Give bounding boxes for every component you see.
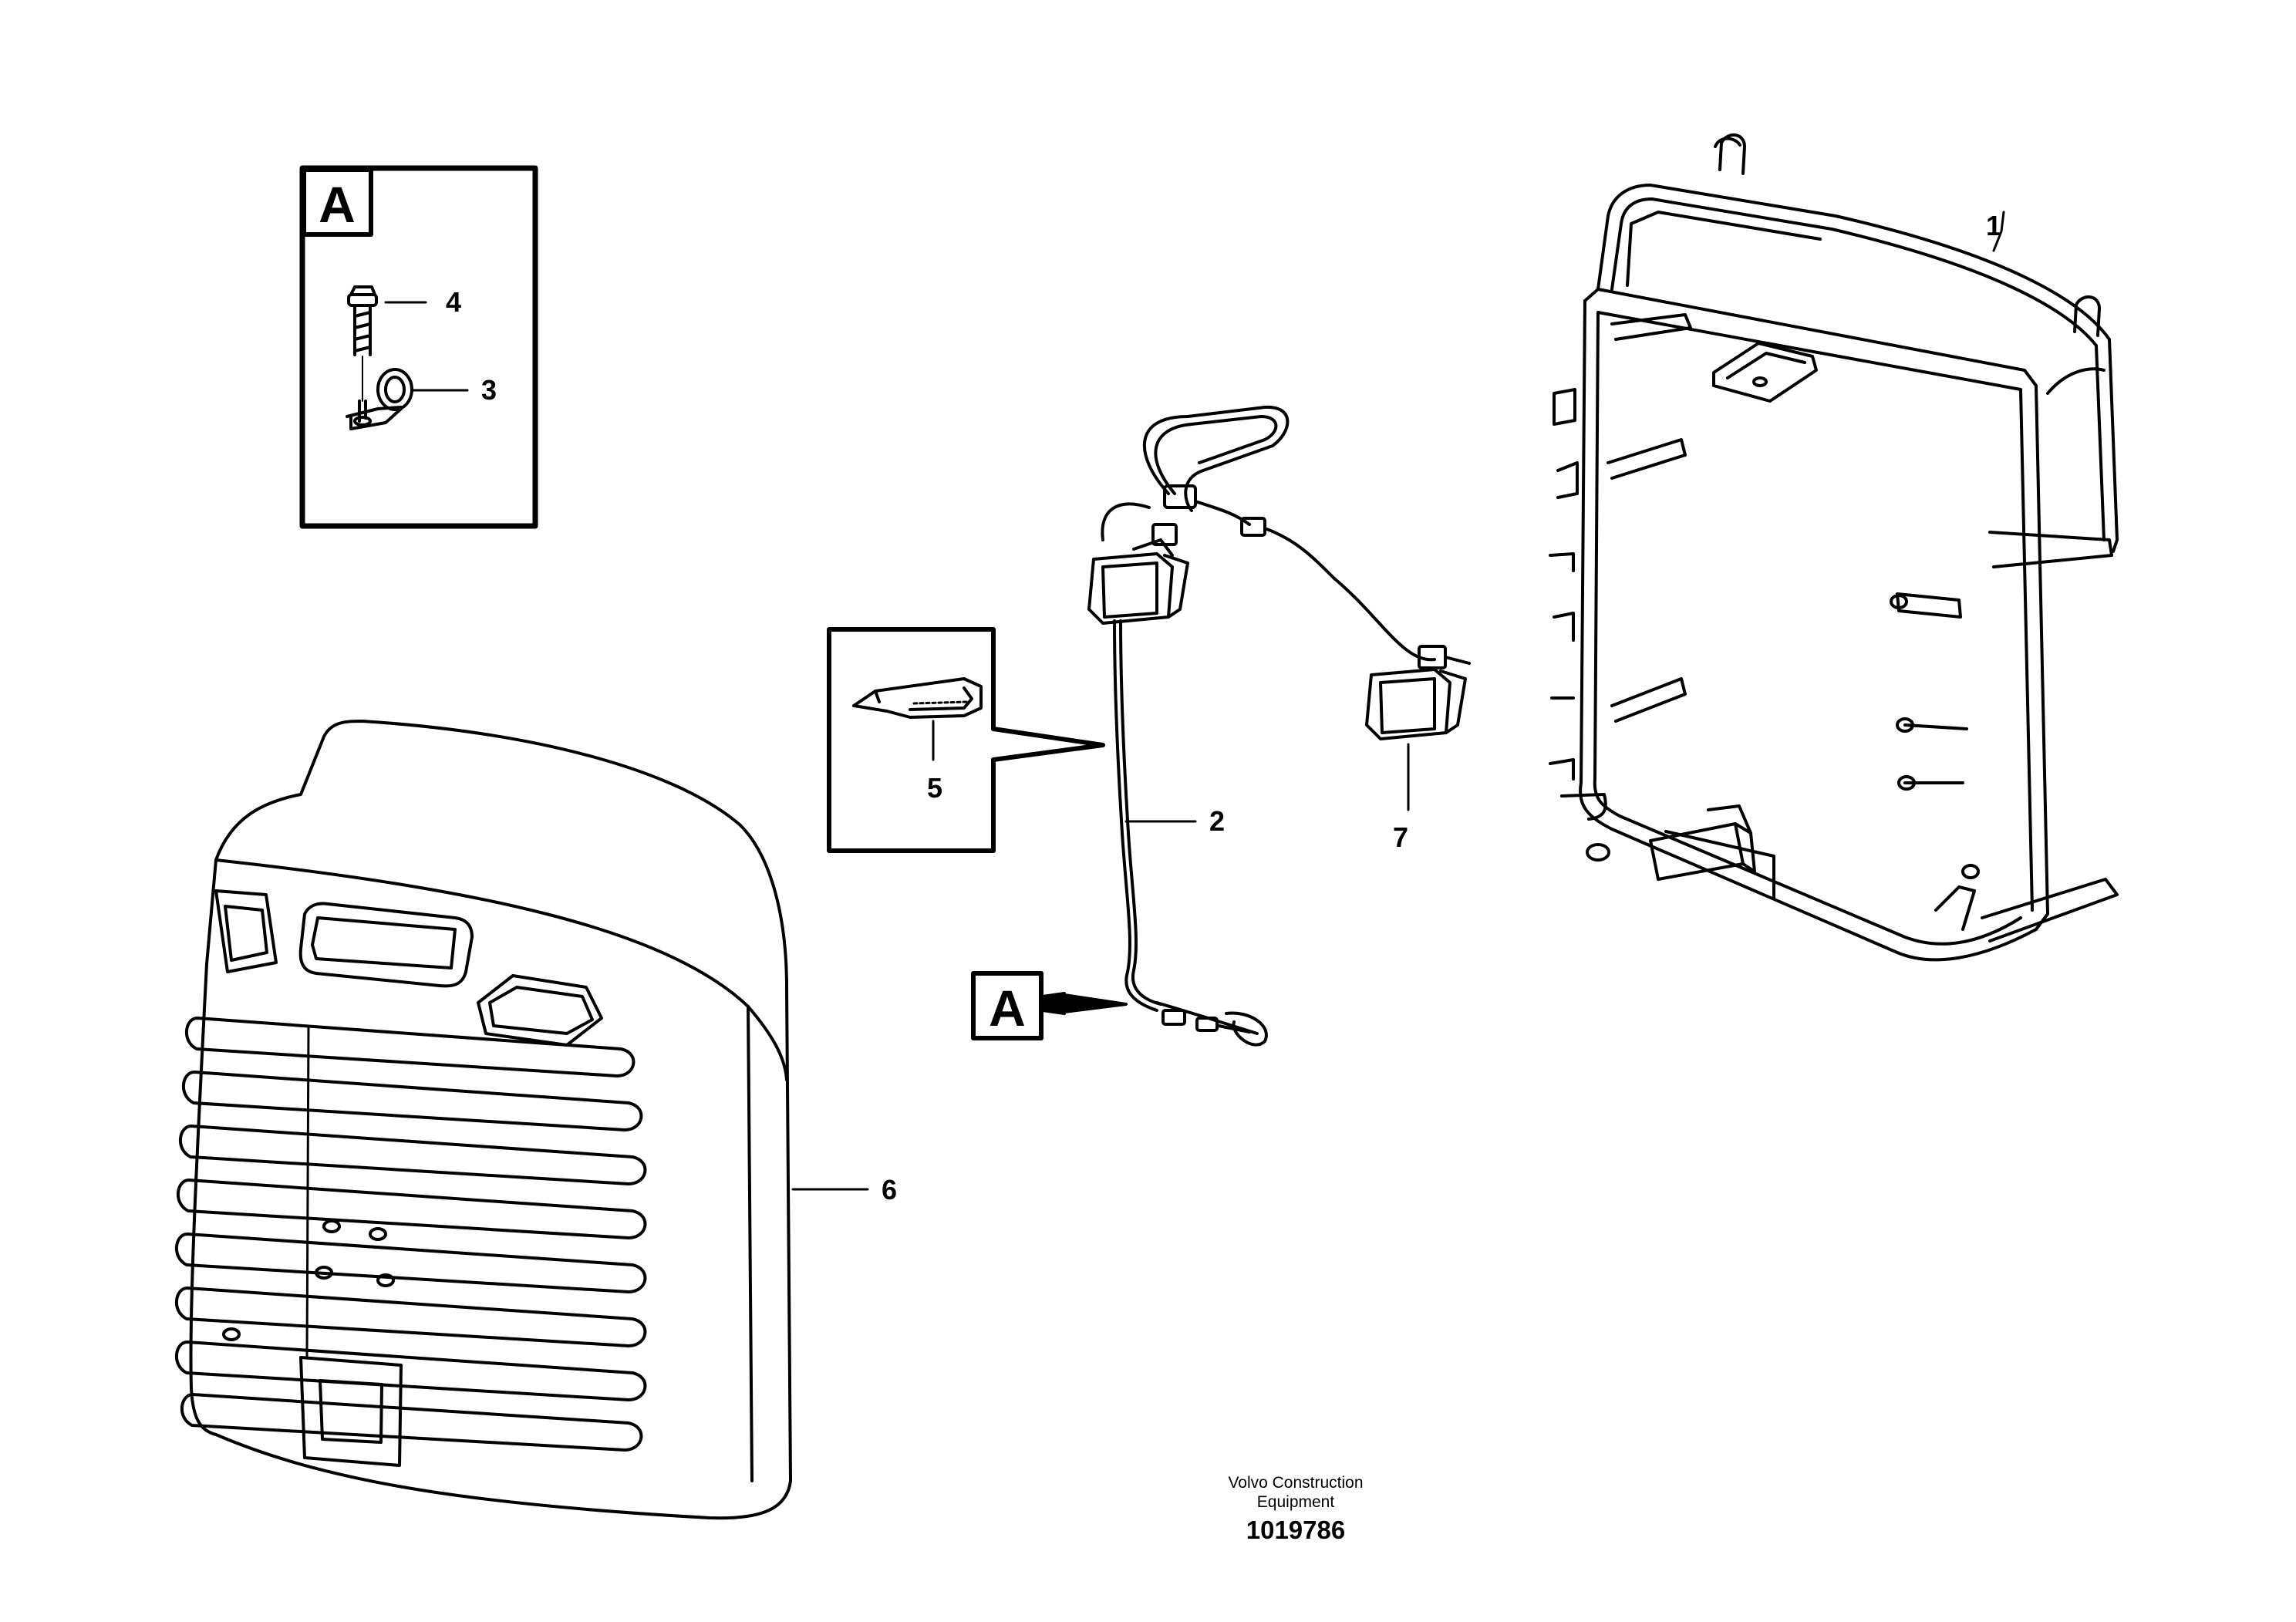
front-grille-item-6	[174, 720, 869, 1520]
radiator-frame-item-1	[1549, 133, 2119, 962]
reference-a	[971, 971, 1128, 1040]
drawing-number: 1019786	[1246, 1516, 1346, 1544]
work-light-left	[1087, 552, 1189, 625]
company-caption: Volvo Construction Equipment	[1141, 1473, 1450, 1512]
reference-a-label: A	[989, 980, 1026, 1037]
callout-1: 1	[1986, 210, 2001, 241]
company-line-1: Volvo Construction	[1228, 1474, 1364, 1492]
callout-6: 6	[882, 1174, 897, 1206]
callout-4: 4	[446, 286, 461, 318]
detail-box-a	[299, 165, 538, 529]
callout-5: 5	[927, 772, 942, 804]
company-line-2: Equipment	[1256, 1493, 1335, 1511]
clamp-item-3	[346, 368, 413, 430]
cable-tie-detail-box	[827, 627, 1105, 853]
bolt-item-4	[347, 285, 378, 402]
callout-2: 2	[1209, 805, 1225, 837]
wiring-harness-item-2	[1087, 405, 1471, 1047]
callout-7: 7	[1393, 821, 1408, 853]
callout-3: 3	[481, 374, 497, 406]
detail-a-label: A	[319, 176, 356, 233]
cable-tie-item-5	[852, 677, 983, 719]
work-light-item-7	[1365, 645, 1471, 740]
